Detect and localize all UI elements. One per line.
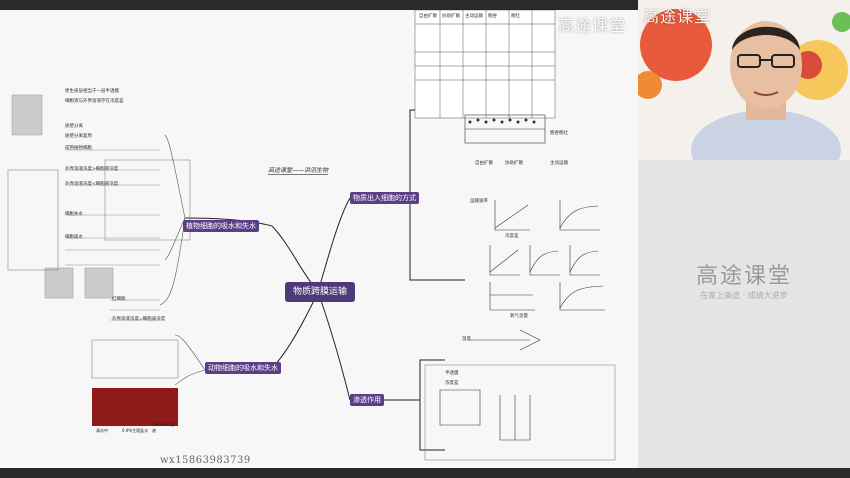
mindmap-root: 物质跨膜运输	[285, 282, 355, 302]
leaf-text: 外界溶液浓度=细胞质浓度	[112, 316, 165, 322]
branch-transport-modes: 物质出入细胞的方式	[350, 192, 419, 204]
caption: 10%NaCl溶液	[152, 422, 178, 434]
table-header: 胞吐	[511, 13, 520, 19]
leaf-text: 质壁分离	[65, 123, 83, 129]
leaf-text: 氧气含量	[510, 313, 528, 319]
leaf-text: 质壁分离复原	[65, 133, 92, 139]
leaf-text: 半透膜	[445, 370, 459, 376]
branch-animal-cell: 动物细胞的吸水和失水	[205, 362, 281, 374]
leaf-text: 温度	[462, 336, 471, 342]
mindmap-subtitle: 高途课堂——洪滔生物	[268, 165, 328, 175]
table-header: 主动运输	[465, 13, 483, 19]
leaf-text: 细胞失水	[65, 211, 83, 217]
leaf-text: 细胞吸水	[65, 234, 83, 240]
table-header: 胞吞	[488, 13, 497, 19]
table-header: 协助扩散	[442, 13, 460, 19]
slide-watermark: 高途课堂	[558, 12, 626, 36]
caption: 0.9%生理盐水	[122, 428, 148, 434]
leaf-text: 运输速率	[470, 198, 488, 204]
branch-plant-cell: 植物细胞的吸水和失水	[183, 220, 259, 232]
leaf-text: 主动运输	[550, 160, 568, 166]
bottom-black-bar	[0, 468, 850, 478]
leaf-text: 浓度差	[445, 380, 459, 386]
side-panel: 高途课堂 在家上高途 · 成绩大进步	[638, 160, 850, 468]
caption: 清水中	[96, 428, 108, 434]
leaf-text: 外界溶液浓度>细胞液浓度	[65, 166, 118, 172]
leaf-text: 成熟植物细胞	[65, 145, 92, 151]
leaf-text: 浓度差	[505, 233, 519, 239]
leaf-text: 原生质层相当于一层半透膜	[65, 88, 119, 94]
branch-osmosis: 渗透作用	[350, 394, 384, 406]
video-watermark: 高途课堂	[643, 3, 711, 27]
leaf-text: 自由扩散	[475, 160, 493, 166]
leaf-text: 细胞液与外界溶液存在浓度差	[65, 98, 124, 104]
red-blood-cell-micrographs: 清水中 0.9%生理盐水 10%NaCl溶液	[92, 388, 178, 426]
leaf-text: 红细胞	[112, 296, 126, 302]
leaf-text: 胞吞胞吐	[550, 130, 568, 136]
teacher-video: 高途课堂	[638, 0, 850, 160]
side-panel-brand: 高途课堂	[638, 258, 850, 290]
leaf-text: 协助扩散	[505, 160, 523, 166]
table-header: 自由扩散	[419, 13, 437, 19]
user-id-watermark: wx15863983739	[160, 455, 251, 466]
leaf-text: 外界溶液浓度<细胞液浓度	[65, 181, 118, 187]
side-panel-slogan: 在家上高途 · 成绩大进步	[638, 290, 850, 301]
mindmap-slide: 高途课堂——洪滔生物 物质跨膜运输 物质出入细胞的方式 植物细胞的吸水和失水 动…	[0, 10, 638, 468]
